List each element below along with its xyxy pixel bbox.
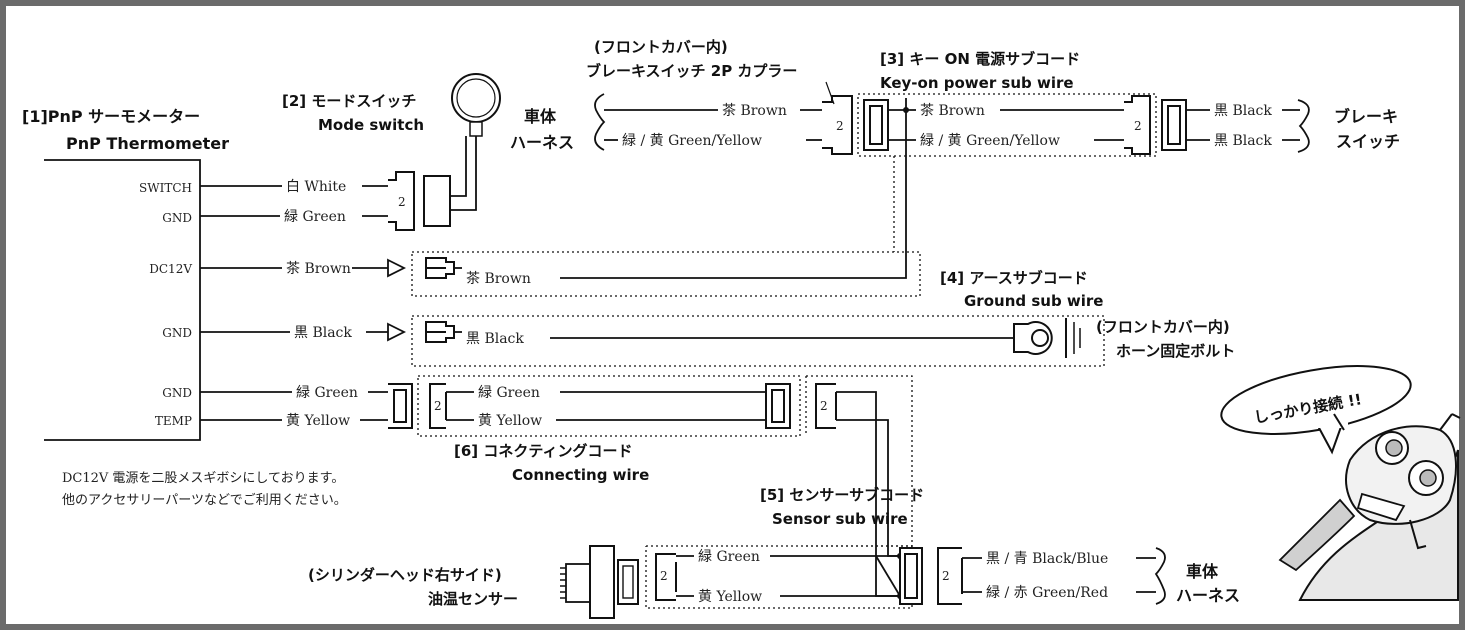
connecting-title-en: Connecting wire bbox=[512, 466, 649, 484]
wire-label-black-blue: 黒 / 青 Black/Blue bbox=[986, 551, 1108, 567]
wire-label-green-red: 緑 / 赤 Green/Red bbox=[986, 585, 1108, 601]
mode-switch-icon bbox=[450, 73, 501, 211]
pin-gnd-2: GND bbox=[162, 326, 192, 340]
wire-label-yellow-2: 黄 Yellow bbox=[478, 412, 542, 429]
mascot-illustration bbox=[1278, 413, 1461, 601]
key-on-title-en: Key-on power sub wire bbox=[880, 74, 1074, 92]
wire-label-black-1: 黒 Black bbox=[294, 325, 352, 341]
coupler-harness-bottom bbox=[937, 547, 963, 605]
coupler-2p-label-sensor-left: 2 bbox=[660, 569, 668, 583]
bullet-female-gnd bbox=[425, 321, 462, 343]
wire-label-yellow-1: 黄 Yellow bbox=[286, 412, 350, 429]
box-sensor-sub-top bbox=[806, 375, 913, 547]
wire-label-green-yellow-2: 緑 / 黄 Green/Yellow bbox=[920, 132, 1060, 149]
coupler-2p-label-brake: 2 bbox=[836, 119, 844, 133]
coupler-sensor-right bbox=[899, 547, 923, 605]
pin-switch: SWITCH bbox=[139, 181, 192, 195]
coupler-2p-label-conn: 2 bbox=[434, 399, 442, 413]
thermometer-title-jp: [1]PnP サーモメーター bbox=[22, 107, 200, 126]
coupler-brake-switch-female bbox=[1161, 99, 1187, 151]
coupler-sensor-top bbox=[815, 383, 837, 429]
box-key-on-sub-wire-lower bbox=[411, 251, 921, 297]
coupler-sensor-left bbox=[655, 553, 677, 601]
wire-key-on-brown bbox=[560, 98, 907, 279]
ground-title-jp: [4] アースサブコード bbox=[940, 269, 1088, 287]
harness-bottom-break-icon bbox=[1154, 547, 1166, 605]
speech-bubble bbox=[1220, 365, 1412, 455]
coupler-2p-label-mode: 2 bbox=[398, 195, 406, 209]
bullet-male-gnd bbox=[366, 322, 407, 342]
thermometer-title-en: PnP Thermometer bbox=[66, 134, 229, 153]
wire-label-brown-3: 茶 Brown bbox=[722, 103, 787, 119]
note-line1: DC12V 電源を二股メスギボシにしております。 bbox=[62, 471, 344, 486]
wire-label-green-3: 緑 Green bbox=[478, 385, 540, 401]
harness-top-break-icon bbox=[594, 93, 606, 151]
coupler-key-on-male bbox=[1124, 95, 1151, 155]
wire-sensor-cross bbox=[875, 555, 901, 597]
coupler-2p-label-key-on: 2 bbox=[1134, 119, 1142, 133]
sensor-sub-title-en: Sensor sub wire bbox=[772, 510, 908, 528]
mode-switch-title-en: Mode switch bbox=[318, 116, 424, 134]
coupler-mode-female bbox=[388, 171, 451, 231]
wire-label-black-2: 黒 Black bbox=[466, 331, 524, 347]
ground-title-en: Ground sub wire bbox=[964, 292, 1103, 310]
oil-temp-sensor-icon bbox=[560, 545, 639, 619]
harness-top-line1: 車体 bbox=[524, 107, 557, 126]
coupler-2p-label-harness-bottom: 2 bbox=[942, 569, 950, 583]
wire-label-green-2: 緑 Green bbox=[296, 385, 358, 401]
sensor-sub-title-jp: [5] センサーサブコード bbox=[760, 486, 924, 504]
pin-gnd-3: GND bbox=[162, 386, 192, 400]
brake-coupler-line1: (フロントカバー内) bbox=[594, 38, 728, 56]
ring-terminal-icon bbox=[1013, 318, 1081, 358]
wire-label-brown-2: 茶 Brown bbox=[466, 271, 531, 287]
oil-sensor-line2: 油温センサー bbox=[428, 590, 518, 608]
mode-switch-title-jp: [2] モードスイッチ bbox=[282, 92, 416, 110]
harness-bottom-line1: 車体 bbox=[1186, 562, 1219, 581]
wire-label-green-4: 緑 Green bbox=[698, 549, 760, 565]
pin-dc12v: DC12V bbox=[149, 262, 192, 276]
connecting-title-jp: [6] コネクティングコード bbox=[454, 442, 632, 460]
brake-switch-line2: スイッチ bbox=[1336, 132, 1400, 151]
pin-gnd-1: GND bbox=[162, 211, 192, 225]
harness-bottom-line2: ハーネス bbox=[1176, 586, 1240, 605]
horn-bolt-line2: ホーン固定ボルト bbox=[1116, 342, 1235, 360]
bullet-male-dc12v bbox=[352, 258, 407, 278]
coupler-connecting-left bbox=[429, 383, 447, 429]
brake-switch-line1: ブレーキ bbox=[1334, 107, 1398, 126]
coupler-2p-label-sensor-top: 2 bbox=[820, 399, 828, 413]
coupler-key-on-female bbox=[863, 99, 889, 151]
key-on-title-jp: [3] キー ON 電源サブコード bbox=[880, 50, 1080, 68]
oil-sensor-line1: (シリンダーヘッド右サイド) bbox=[308, 566, 502, 584]
junction-dot-3 bbox=[903, 107, 909, 113]
bullet-female-dc12v bbox=[425, 257, 462, 279]
wire-label-green-1: 緑 Green bbox=[284, 209, 346, 225]
wire-label-brown-4: 茶 Brown bbox=[920, 103, 985, 119]
box-key-on-sub-wire bbox=[857, 93, 1157, 157]
pin-temp: TEMP bbox=[155, 414, 192, 428]
brake-switch-break-icon bbox=[1297, 99, 1310, 153]
horn-bolt-line1: (フロントカバー内) bbox=[1096, 318, 1230, 336]
box-connecting-wire bbox=[417, 375, 801, 437]
wire-label-brown-1: 茶 Brown bbox=[286, 261, 351, 277]
wire-label-black-4: 黒 Black bbox=[1214, 133, 1272, 149]
wire-label-green-yellow-1: 緑 / 黄 Green/Yellow bbox=[622, 132, 762, 149]
brake-coupler-line2: ブレーキスイッチ 2P カプラー bbox=[586, 62, 797, 80]
coupler-connecting-right bbox=[765, 383, 791, 429]
wire-label-black-3: 黒 Black bbox=[1214, 103, 1272, 119]
harness-top-line2: ハーネス bbox=[510, 133, 574, 152]
box-ground-sub-wire bbox=[411, 315, 1105, 367]
coupler-brake-male bbox=[822, 95, 853, 155]
coupler-thermo-out bbox=[388, 383, 413, 429]
note-line2: 他のアクセサリーパーツなどでご利用ください。 bbox=[62, 492, 347, 508]
wire-label-yellow-3: 黄 Yellow bbox=[698, 588, 762, 605]
wire-label-white: 白 White bbox=[286, 179, 346, 195]
thermometer-body bbox=[44, 159, 201, 441]
